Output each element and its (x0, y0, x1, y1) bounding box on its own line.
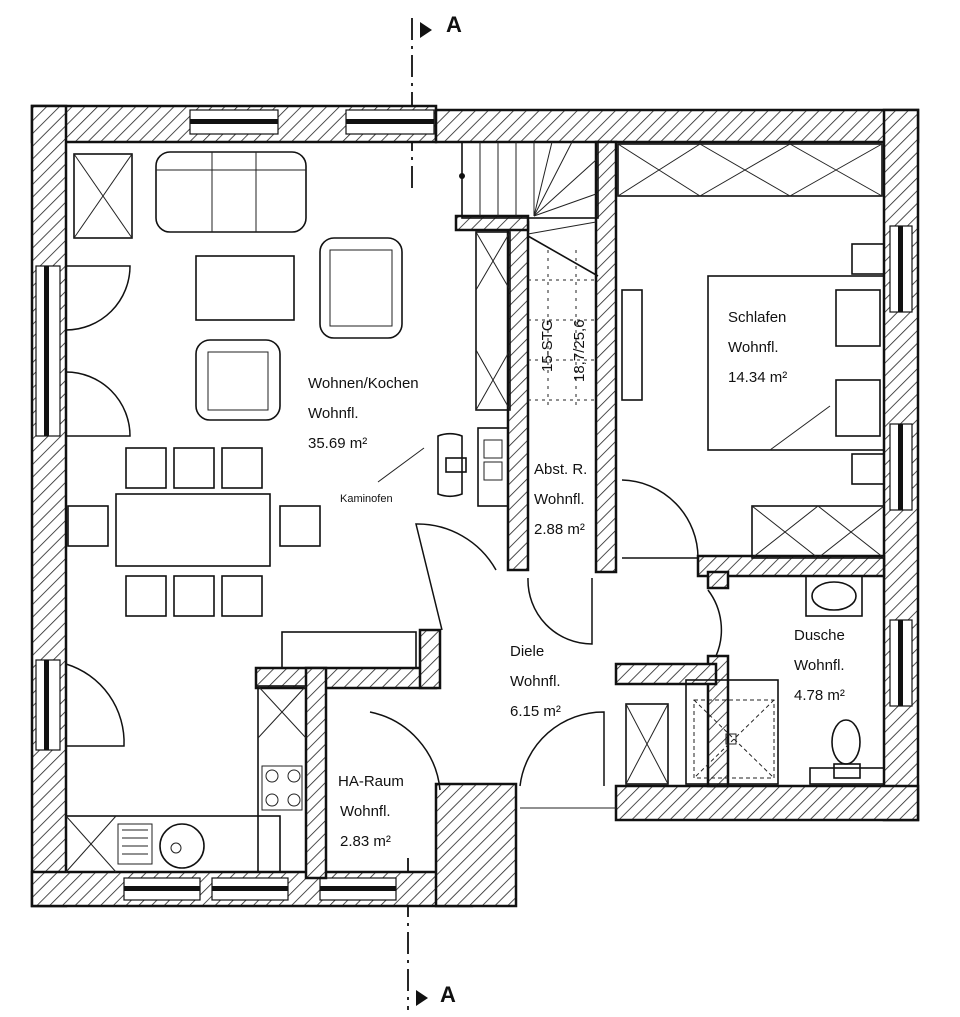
section-mark-bottom: A (440, 982, 456, 1007)
room-area-label: Wohnfl. (794, 657, 845, 674)
section-line: A A (407, 12, 462, 1010)
section-arrow-bottom (416, 990, 428, 1006)
room-name: Dusche (794, 627, 845, 644)
doors (65, 265, 723, 809)
room-area-label: Wohnfl. (728, 339, 779, 356)
living-furniture (65, 151, 511, 873)
room-name: Wohnen/Kochen (308, 375, 419, 392)
room-label-abst: Abst. R. Wohnfl. 2.88 m² (534, 461, 587, 538)
room-area: 4.78 m² (794, 687, 845, 704)
bathroom-fixtures (625, 575, 885, 785)
room-label-ha: HA-Raum Wohnfl. 2.83 m² (338, 773, 404, 850)
room-label-wohnen: Wohnen/Kochen Wohnfl. 35.69 m² (308, 375, 419, 452)
section-arrow-top (420, 22, 432, 38)
stair-steps-label: 15-STG (539, 319, 556, 372)
room-label-diele: Diele Wohnfl. 6.15 m² (510, 643, 561, 720)
room-area-label: Wohnfl. (308, 405, 359, 422)
bedroom-furniture (617, 143, 885, 559)
inner-walls (254, 140, 886, 880)
room-name: HA-Raum (338, 773, 404, 790)
room-area: 35.69 m² (308, 435, 367, 452)
room-area-label: Wohnfl. (534, 491, 585, 508)
staircase: 15-STG 18,7/25,6 (459, 141, 599, 410)
room-area: 2.83 m² (340, 833, 391, 850)
fixture-label-kaminofen: Kaminofen (340, 493, 393, 505)
windows (35, 109, 913, 901)
stair-dims-label: 18,7/25,6 (571, 319, 588, 382)
room-area: 6.15 m² (510, 703, 561, 720)
room-area-label: Wohnfl. (510, 673, 561, 690)
room-name: Diele (510, 643, 544, 660)
section-mark-top: A (446, 12, 462, 37)
room-area: 14.34 m² (728, 369, 787, 386)
room-name: Schlafen (728, 309, 786, 326)
room-label-dusche: Dusche Wohnfl. 4.78 m² (794, 627, 845, 704)
room-area-label: Wohnfl. (340, 803, 391, 820)
room-area: 2.88 m² (534, 521, 585, 538)
room-label-schlafen: Schlafen Wohnfl. 14.34 m² (728, 309, 787, 386)
room-name: Abst. R. (534, 461, 587, 478)
